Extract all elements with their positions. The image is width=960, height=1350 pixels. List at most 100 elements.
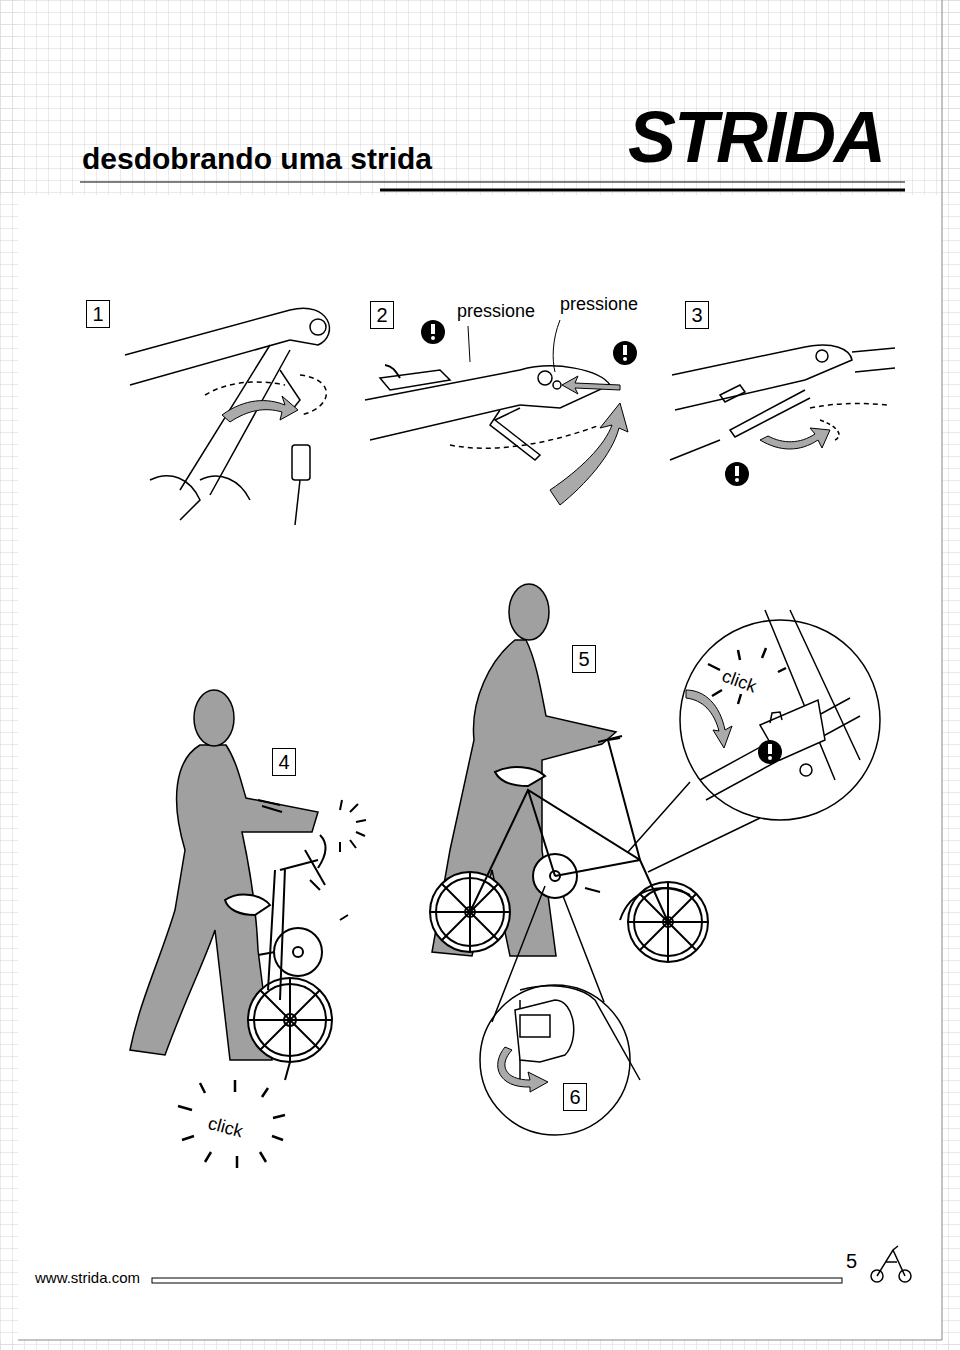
step2-lock-detail [553, 381, 561, 389]
zoom-callout [515, 1000, 574, 1062]
website-url: www.strida.com [35, 1270, 140, 1287]
step3-latch-detail [670, 345, 895, 460]
step-number-box: 4 [272, 748, 296, 776]
warning-icon [725, 462, 749, 486]
footer-rule [152, 1278, 842, 1283]
zoom-callout [492, 886, 604, 1022]
leader-line [553, 320, 560, 372]
folded-bike [258, 915, 348, 955]
step-number: 2 [376, 305, 387, 325]
zoom-callout [628, 782, 760, 872]
page-background [18, 1340, 942, 1341]
page-background [942, 0, 943, 1340]
footer-rule [152, 1278, 842, 1283]
step-number-box: 1 [86, 300, 110, 328]
leader-line [468, 320, 560, 372]
warning-icon [623, 345, 627, 355]
unfolded-bike [430, 736, 708, 962]
brand-logo: STRIDA [628, 98, 884, 177]
step-number-box: 3 [685, 301, 709, 329]
step2-arrow [550, 403, 628, 505]
step3-latch-detail [720, 385, 745, 402]
page-background [0, 0, 960, 195]
folded-bike [225, 835, 348, 1080]
page-number: 5 [846, 1250, 857, 1272]
zoom-callout [480, 985, 630, 1135]
step-number-box: 2 [370, 301, 394, 329]
zoom-callout [800, 764, 812, 776]
step3-latch-detail [852, 348, 895, 372]
warning-icon [735, 478, 739, 482]
step-number: 4 [278, 752, 289, 772]
impact-burst [258, 800, 282, 812]
footer-bike-icon [877, 1246, 905, 1276]
folded-bike [225, 895, 270, 915]
folded-bike [310, 835, 325, 890]
zoom6-arrow [498, 1047, 548, 1092]
folded-bike [268, 850, 325, 1000]
click-burst [178, 1080, 285, 1168]
unfolded-bike [598, 736, 640, 860]
click-burst [178, 1080, 285, 1168]
zoom-callout [480, 610, 880, 1135]
step1-arrow [222, 396, 298, 422]
step1-hinge-detail [150, 476, 250, 520]
unfolded-bike [585, 888, 600, 892]
instruction-label: pressione [558, 295, 640, 315]
step2-lock-detail [450, 425, 600, 448]
unfolded-bike [495, 767, 545, 786]
step-number-box: 5 [572, 645, 596, 673]
header-rule [80, 182, 905, 190]
warning-icon [758, 740, 782, 764]
sound-label: click [717, 666, 760, 698]
impact-burst [258, 800, 366, 852]
step-number: 1 [92, 304, 103, 324]
page-background [0, 0, 18, 1350]
warning-icon [623, 357, 627, 361]
zoom-callout [680, 620, 880, 820]
zoom-callout [760, 700, 825, 760]
click-burst [708, 648, 786, 704]
leader-line [468, 326, 470, 362]
step1-hinge-detail [310, 319, 326, 335]
step3-latch-detail [800, 345, 852, 380]
warning-icon [421, 320, 445, 344]
step2-lock-detail [490, 408, 540, 460]
warning-icon [421, 320, 637, 365]
zoom-callout [520, 1015, 550, 1037]
zoom-callout [770, 712, 782, 723]
folded-bike [293, 947, 303, 957]
step1-hinge-detail [180, 345, 290, 495]
click-burst [708, 648, 786, 704]
warning-icon [735, 466, 739, 476]
warning-icon [431, 336, 435, 340]
impact-burst [340, 800, 366, 852]
header-rule [80, 181, 905, 182]
step1-hinge-detail [295, 480, 300, 525]
warning-icon [768, 744, 772, 754]
step3-latch-detail [730, 390, 810, 437]
warning-icon [768, 756, 772, 760]
warning-icon [613, 341, 637, 365]
step3-latch-detail [810, 403, 890, 408]
step1-hinge-detail [290, 308, 329, 345]
step1-hinge-detail [205, 382, 285, 395]
folded-bike [248, 978, 332, 1062]
step2-press-arrow [562, 376, 620, 394]
step-number: 5 [578, 649, 589, 669]
unfolded-bike [620, 888, 690, 920]
page-background [0, 1340, 960, 1350]
step1-hinge-detail [292, 445, 310, 480]
step1-hinge-detail [300, 375, 326, 415]
instruction-label: pressione [455, 302, 537, 322]
step3-arrow [760, 428, 830, 449]
step-number-box: 6 [563, 1083, 587, 1111]
warning-icon [725, 462, 749, 486]
warning-icon [758, 740, 782, 764]
warning-icon [431, 324, 435, 334]
page-title: desdobrando uma strida [82, 142, 432, 175]
step-number: 6 [569, 1087, 580, 1107]
sound-label: click [206, 1114, 245, 1142]
